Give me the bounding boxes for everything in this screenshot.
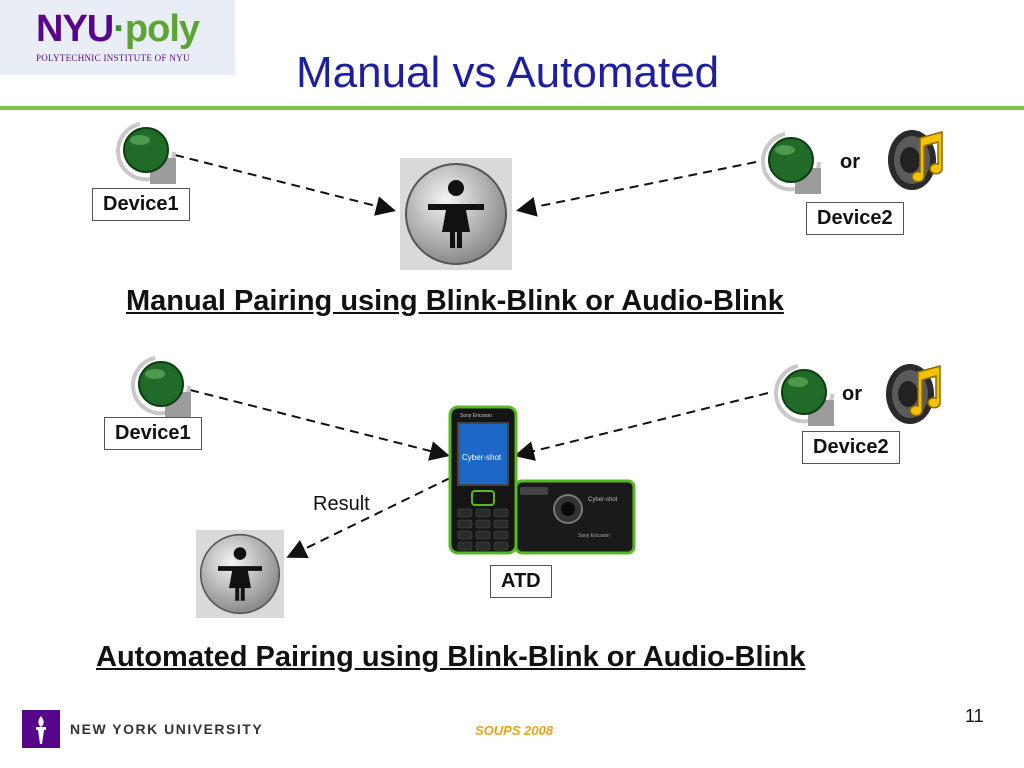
- device2-label: Device2: [806, 202, 904, 235]
- arrow-device2-to-user: [516, 161, 757, 217]
- camera-maker-text: Sony Ericsson: [578, 533, 610, 539]
- manual-pairing-heading: Manual Pairing using Blink-Blink or Audi…: [126, 285, 784, 317]
- user-icon-frame: [400, 158, 512, 270]
- green-light-icon: [116, 122, 176, 184]
- page-number: 11: [965, 706, 984, 726]
- slide-title: Manual vs Automated: [296, 48, 720, 97]
- or-text: or: [842, 383, 862, 405]
- automated-pairing-heading: Automated Pairing using Blink-Blink or A…: [96, 641, 806, 673]
- green-light-icon: [774, 364, 834, 426]
- atd-label: ATD: [490, 565, 552, 598]
- torch-icon: [36, 716, 46, 744]
- arrow-device1-to-atd: [189, 389, 450, 461]
- device2-label: Device2: [802, 431, 900, 464]
- arrow-device2-to-atd: [514, 392, 769, 461]
- speaker-music-icon: [886, 364, 941, 424]
- green-light-icon: [131, 356, 191, 418]
- title-divider: [0, 106, 1024, 110]
- phone-screen-text: Cyber-shot: [462, 453, 502, 462]
- logo-background: [0, 0, 235, 75]
- arrow-atd-to-user-result: [286, 477, 451, 558]
- user-icon-frame: [196, 530, 284, 618]
- conference-name: SOUPS 2008: [475, 723, 554, 738]
- result-label: Result: [313, 493, 370, 515]
- green-light-icon: [761, 132, 821, 194]
- nyu-poly-logo: NYU·poly: [36, 8, 200, 50]
- atd-phones-image: Cyber-shot Sony Ericsson Cyber-shot Sony…: [448, 405, 636, 555]
- person-icon: [199, 533, 281, 615]
- or-text: or: [840, 151, 860, 173]
- speaker-music-icon: [888, 130, 943, 190]
- person-icon: [405, 163, 507, 265]
- university-name: NEW YORK UNIVERSITY: [70, 721, 264, 737]
- camera-brand-text: Cyber-shot: [588, 497, 618, 503]
- nyu-torch-logo: [22, 710, 60, 748]
- arrow-device1-to-user: [174, 154, 396, 216]
- device1-label: Device1: [92, 188, 190, 221]
- phone-brand-text: Sony Ericsson: [460, 413, 492, 419]
- logo-subtitle: POLYTECHNIC INSTITUTE OF NYU: [36, 53, 190, 63]
- device1-label: Device1: [104, 417, 202, 450]
